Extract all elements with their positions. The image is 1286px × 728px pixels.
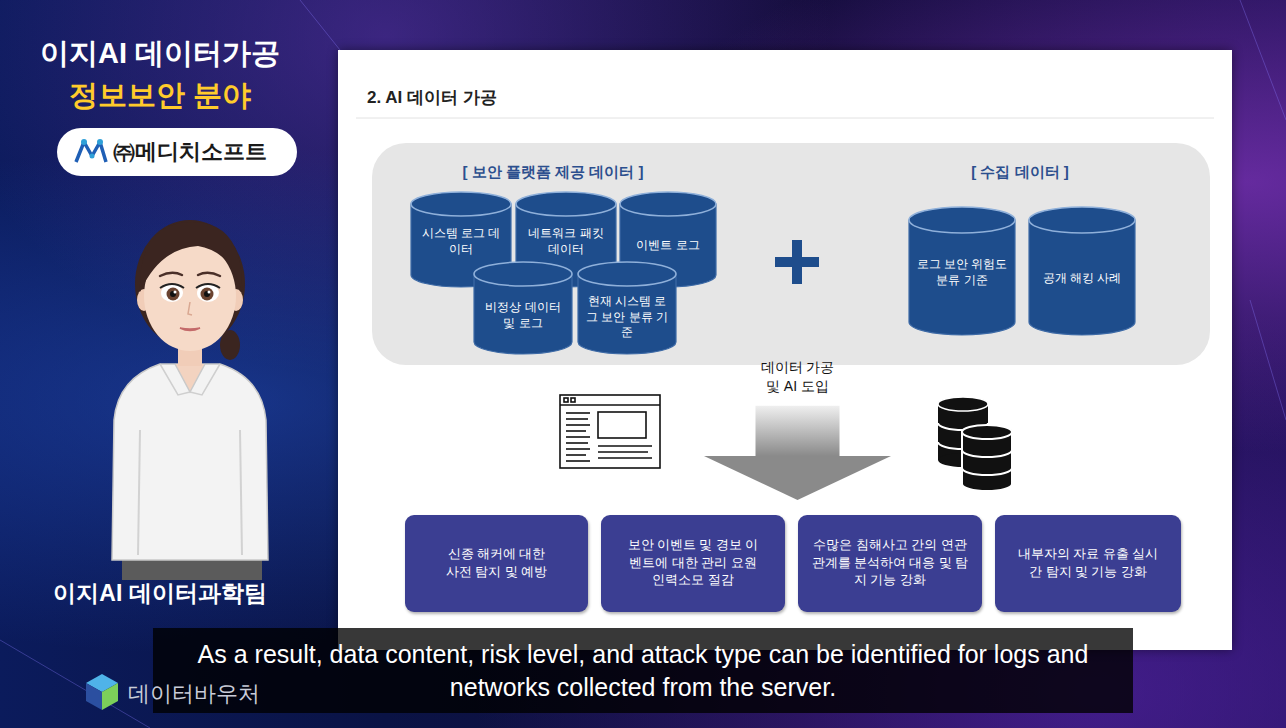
team-name: 이지AI 데이터과학팀 bbox=[0, 578, 320, 609]
benefit-box: 보안 이벤트 및 경보 이벤트에 대한 관리 요원 인력소모 절감 bbox=[601, 515, 785, 612]
cylinder-label: 시스템 로그 데이터 bbox=[419, 226, 503, 257]
data-cylinder: 로그 보안 위험도 분류 기준 bbox=[908, 207, 1016, 335]
avatar-figure bbox=[112, 220, 268, 580]
benefit-text: 내부자의 자료 유출 실시간 탐지 및 기능 강화 bbox=[1017, 546, 1159, 581]
benefit-box: 신종 해커에 대한 사전 탐지 및 예방 bbox=[405, 515, 588, 612]
benefit-box: 내부자의 자료 유출 실시간 탐지 및 기능 강화 bbox=[995, 515, 1181, 612]
cylinder-label: 공개 해킹 사례 bbox=[1035, 271, 1129, 287]
benefit-box: 수많은 침해사고 간의 연관관계를 분석하여 대응 및 탐지 기능 강화 bbox=[798, 515, 982, 612]
group-heading: [ 수집 데이터 ] bbox=[870, 163, 1170, 182]
benefit-text: 수많은 침해사고 간의 연관관계를 분석하여 대응 및 탐지 기능 강화 bbox=[808, 537, 973, 590]
data-cylinder: 비정상 데이터 및 로그 bbox=[473, 262, 573, 354]
subtitle-heading: 정보보안 분야 bbox=[0, 76, 320, 116]
arrow-shape bbox=[700, 354, 895, 502]
arrow-label: 데이터 가공 및 AI 도입 bbox=[755, 358, 841, 396]
cylinder-label: 비정상 데이터 및 로그 bbox=[481, 300, 565, 331]
cylinder-label: 현재 시스템 로그 보안 분류 기준 bbox=[585, 294, 669, 341]
benefit-text: 신종 해커에 대한 사전 탐지 및 예방 bbox=[442, 546, 552, 581]
cylinder-label: 로그 보안 위험도 분류 기준 bbox=[915, 257, 1009, 288]
company-badge: ㈜메디치소프트 bbox=[57, 128, 297, 176]
voucher-logo bbox=[86, 674, 118, 710]
benefit-text: 보안 이벤트 및 경보 이벤트에 대한 관리 요원 인력소모 절감 bbox=[623, 537, 763, 590]
video-title: 이지AI 데이터가공 bbox=[0, 34, 320, 74]
subtitle-bar: As a result, data content, risk level, a… bbox=[153, 628, 1133, 713]
data-cylinder: 공개 해킹 사례 bbox=[1028, 207, 1136, 335]
slide-panel: 2. AI 데이터 가공 [ 보안 플랫폼 제공 데이터 ] [ 수집 데이터 ] 시… bbox=[338, 50, 1232, 650]
cylinder-label: 이벤트 로그 bbox=[626, 238, 710, 254]
company-name: ㈜메디치소프트 bbox=[113, 137, 267, 167]
cylinder-label: 네트워크 패킷 데이터 bbox=[524, 226, 608, 257]
process-arrow: 데이터 가공 및 AI 도입 bbox=[700, 354, 895, 502]
group-heading: [ 보안 플랫폼 제공 데이터 ] bbox=[403, 163, 703, 182]
data-cylinder: 현재 시스템 로그 보안 분류 기준 bbox=[577, 262, 677, 354]
subtitle-text: As a result, data content, risk level, a… bbox=[167, 638, 1119, 703]
slide-title: 2. AI 데이터 가공 bbox=[367, 86, 497, 109]
watermark: 데이터바우처 bbox=[128, 679, 328, 709]
data-source-band: [ 보안 플랫폼 제공 데이터 ] [ 수집 데이터 ] 시스템 로그 데이터 네트워… bbox=[372, 143, 1210, 365]
